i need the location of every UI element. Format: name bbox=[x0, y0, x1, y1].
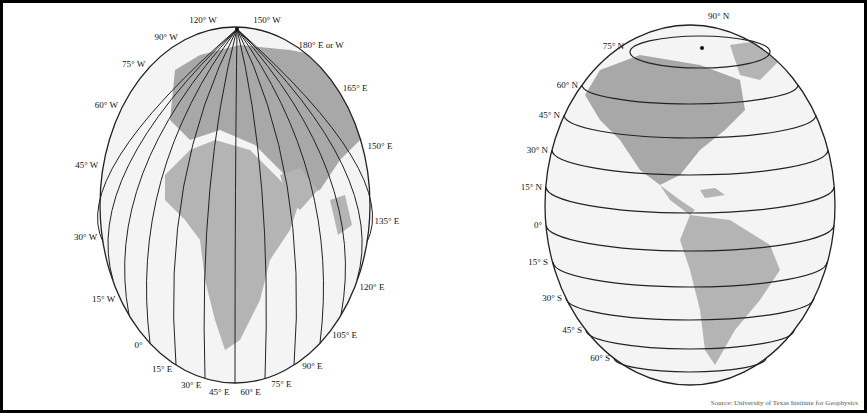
continents bbox=[165, 45, 365, 350]
latitude-label: 15° N bbox=[521, 182, 542, 193]
longitude-label: 120° W bbox=[189, 15, 217, 26]
longitude-label: 30° W bbox=[74, 232, 97, 243]
longitude-label: 60° W bbox=[95, 100, 118, 111]
latitude-label: 45° N bbox=[539, 110, 560, 121]
longitude-label: 165° E bbox=[343, 83, 368, 94]
latitude-label: 15° S bbox=[528, 257, 548, 268]
globe-outline bbox=[545, 25, 835, 385]
longitude-label: 120° E bbox=[360, 282, 385, 293]
north-pole-dot bbox=[700, 46, 704, 50]
longitude-label: 150° W bbox=[253, 15, 281, 26]
longitude-label: 150° E bbox=[368, 141, 393, 152]
longitude-label: 15° E bbox=[152, 364, 172, 375]
longitude-label: 105° E bbox=[332, 330, 357, 341]
longitude-label: 45° E bbox=[209, 387, 229, 398]
globe-outline bbox=[100, 27, 370, 383]
longitude-label: 60° E bbox=[241, 387, 261, 398]
longitude-label: 90° E bbox=[302, 361, 322, 372]
latitude-lines bbox=[546, 36, 834, 372]
longitude-label: 135° E bbox=[374, 216, 399, 227]
longitude-label: 75° W bbox=[122, 59, 145, 70]
latitude-label: 75° N bbox=[603, 41, 624, 52]
source-note: Source: University of Texas Institute fo… bbox=[711, 399, 858, 408]
longitude-label: 15° W bbox=[92, 294, 115, 305]
north-pole-dot bbox=[235, 27, 239, 31]
longitude-label: 180° E or W bbox=[299, 40, 344, 51]
longitude-label: 0° bbox=[135, 340, 143, 351]
latitude-label: 60° N bbox=[557, 80, 578, 91]
longitude-label: 30° E bbox=[181, 380, 201, 391]
latitude-label: 60° S bbox=[590, 353, 610, 364]
latitude-label: 30° S bbox=[542, 293, 562, 304]
latitude-label: 90° N bbox=[708, 11, 729, 22]
continents bbox=[585, 40, 780, 365]
longitude-label: 75° E bbox=[271, 379, 291, 390]
globe-ocean bbox=[545, 25, 835, 385]
latitude-label: 0° bbox=[534, 220, 542, 231]
longitude-label: 45° W bbox=[75, 160, 98, 171]
longitude-label: 90° W bbox=[155, 32, 178, 43]
latitude-label: 30° N bbox=[527, 145, 548, 156]
latitude-label: 45° S bbox=[562, 325, 582, 336]
globe-ocean bbox=[100, 27, 370, 383]
